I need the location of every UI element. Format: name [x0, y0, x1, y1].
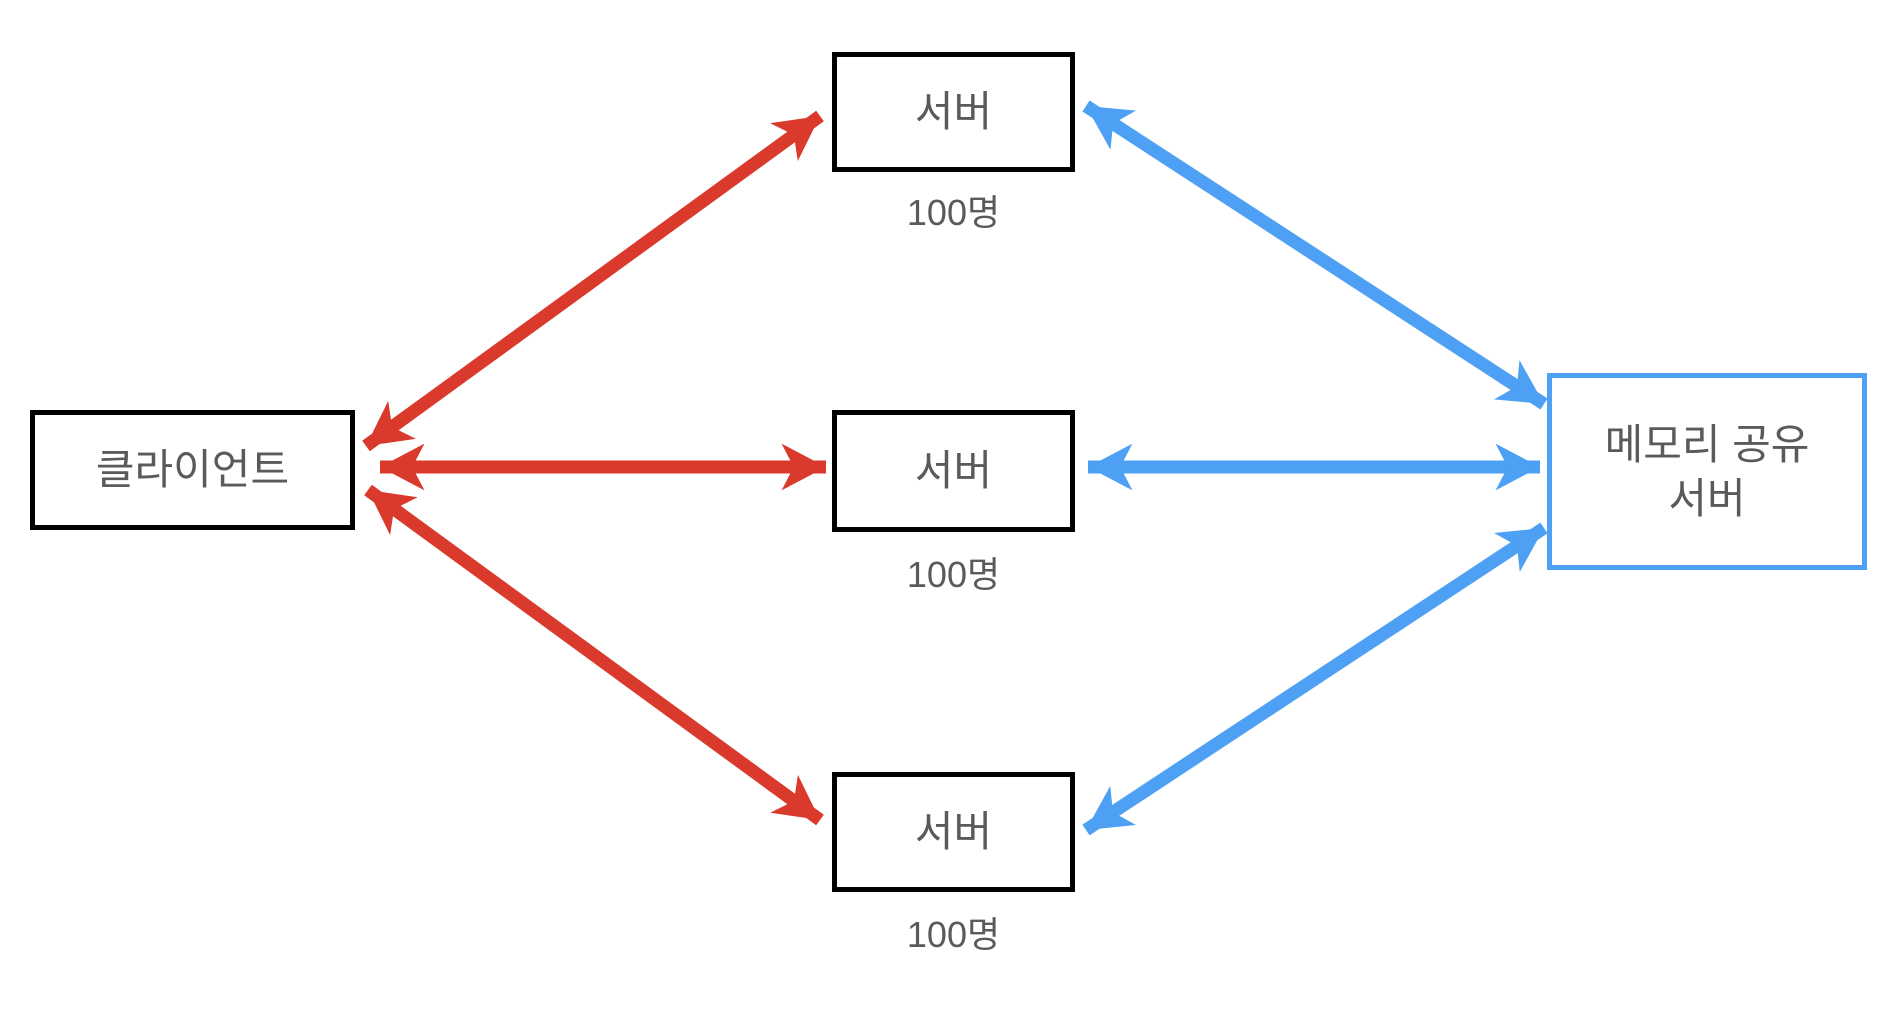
edge-server-top-memory	[1082, 100, 1548, 410]
node-client-label: 클라이언트	[95, 446, 290, 494]
server-bottom-capacity-label: 100명	[906, 914, 1001, 955]
node-memory-label-line2: 서버	[1668, 474, 1746, 522]
node-memory-shared-server: 메모리 공유 서버	[1547, 373, 1867, 570]
edge-client-server-top	[362, 110, 824, 452]
node-server-top: 서버	[832, 52, 1075, 172]
node-server-top-label: 서버	[914, 88, 993, 136]
node-client: 클라이언트	[30, 410, 355, 530]
edge-client-server-bottom	[364, 484, 824, 826]
server-middle-capacity-label: 100명	[906, 554, 1001, 595]
server-top-capacity-label: 100명	[906, 192, 1001, 233]
node-memory-label-line1: 메모리 공유	[1604, 420, 1810, 468]
node-server-middle: 서버	[832, 410, 1075, 532]
node-server-bottom-label: 서버	[914, 808, 993, 856]
node-server-middle-label: 서버	[914, 447, 993, 495]
node-server-bottom: 서버	[832, 772, 1075, 892]
edge-server-bottom-memory	[1082, 522, 1548, 836]
